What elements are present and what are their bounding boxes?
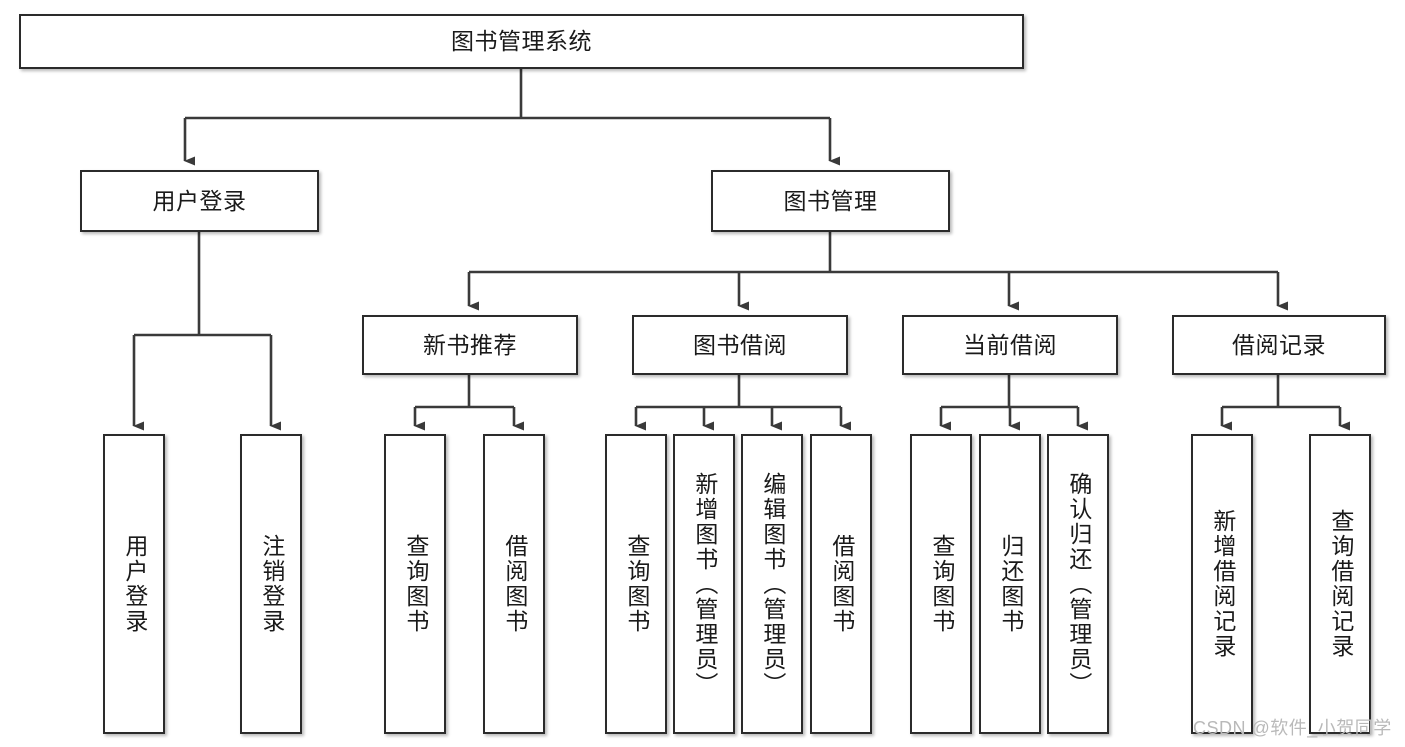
node-book-borrow[interactable]: 图书借阅	[632, 315, 848, 375]
leaf-query-borrow-record[interactable]: 查询借阅记录	[1309, 434, 1371, 734]
leaf-borrow-book-2-label: 借阅图书	[828, 534, 855, 634]
leaf-logout-label: 注销登录	[258, 534, 285, 634]
leaf-query-book-3[interactable]: 查询图书	[910, 434, 972, 734]
leaf-confirm-return-admin-label: 确认归还（管理员）	[1065, 471, 1092, 697]
node-current-borrow-label: 当前借阅	[963, 331, 1057, 358]
leaf-add-borrow-record[interactable]: 新增借阅记录	[1191, 434, 1253, 734]
node-root[interactable]: 图书管理系统	[19, 14, 1024, 69]
csdn-watermark: CSDN @软件_小贺同学	[1193, 718, 1392, 738]
leaf-borrow-book-1-label: 借阅图书	[501, 534, 528, 634]
node-book-manage-label: 图书管理	[783, 187, 878, 214]
leaf-borrow-book-1[interactable]: 借阅图书	[483, 434, 545, 734]
leaf-edit-book-admin[interactable]: 编辑图书（管理员）	[741, 434, 803, 734]
leaf-add-borrow-record-label: 新增借阅记录	[1209, 509, 1236, 659]
leaf-query-book-2-label: 查询图书	[623, 534, 650, 634]
node-borrow-record-label: 借阅记录	[1232, 331, 1326, 358]
leaf-add-book-admin[interactable]: 新增图书（管理员）	[673, 434, 735, 734]
leaf-query-book-1[interactable]: 查询图书	[384, 434, 446, 734]
node-book-manage[interactable]: 图书管理	[711, 170, 950, 232]
leaf-return-book-label: 归还图书	[997, 534, 1024, 634]
node-user-login[interactable]: 用户登录	[80, 170, 319, 232]
leaf-return-book[interactable]: 归还图书	[979, 434, 1041, 734]
node-new-book-rec[interactable]: 新书推荐	[362, 315, 578, 375]
node-book-borrow-label: 图书借阅	[693, 331, 787, 358]
node-current-borrow[interactable]: 当前借阅	[902, 315, 1118, 375]
leaf-query-book-2[interactable]: 查询图书	[605, 434, 667, 734]
node-user-login-label: 用户登录	[152, 187, 247, 214]
leaf-query-book-3-label: 查询图书	[928, 534, 955, 634]
leaf-query-borrow-record-label: 查询借阅记录	[1327, 509, 1354, 659]
leaf-borrow-book-2[interactable]: 借阅图书	[810, 434, 872, 734]
node-borrow-record[interactable]: 借阅记录	[1172, 315, 1386, 375]
leaf-logout[interactable]: 注销登录	[240, 434, 302, 734]
leaf-user-login[interactable]: 用户登录	[103, 434, 165, 734]
leaf-user-login-label: 用户登录	[121, 534, 148, 634]
leaf-add-book-admin-label: 新增图书（管理员）	[691, 471, 718, 697]
leaf-confirm-return-admin[interactable]: 确认归还（管理员）	[1047, 434, 1109, 734]
leaf-edit-book-admin-label: 编辑图书（管理员）	[759, 471, 786, 697]
node-root-label: 图书管理系统	[451, 28, 592, 55]
leaf-query-book-1-label: 查询图书	[402, 534, 429, 634]
node-new-book-rec-label: 新书推荐	[423, 331, 517, 358]
